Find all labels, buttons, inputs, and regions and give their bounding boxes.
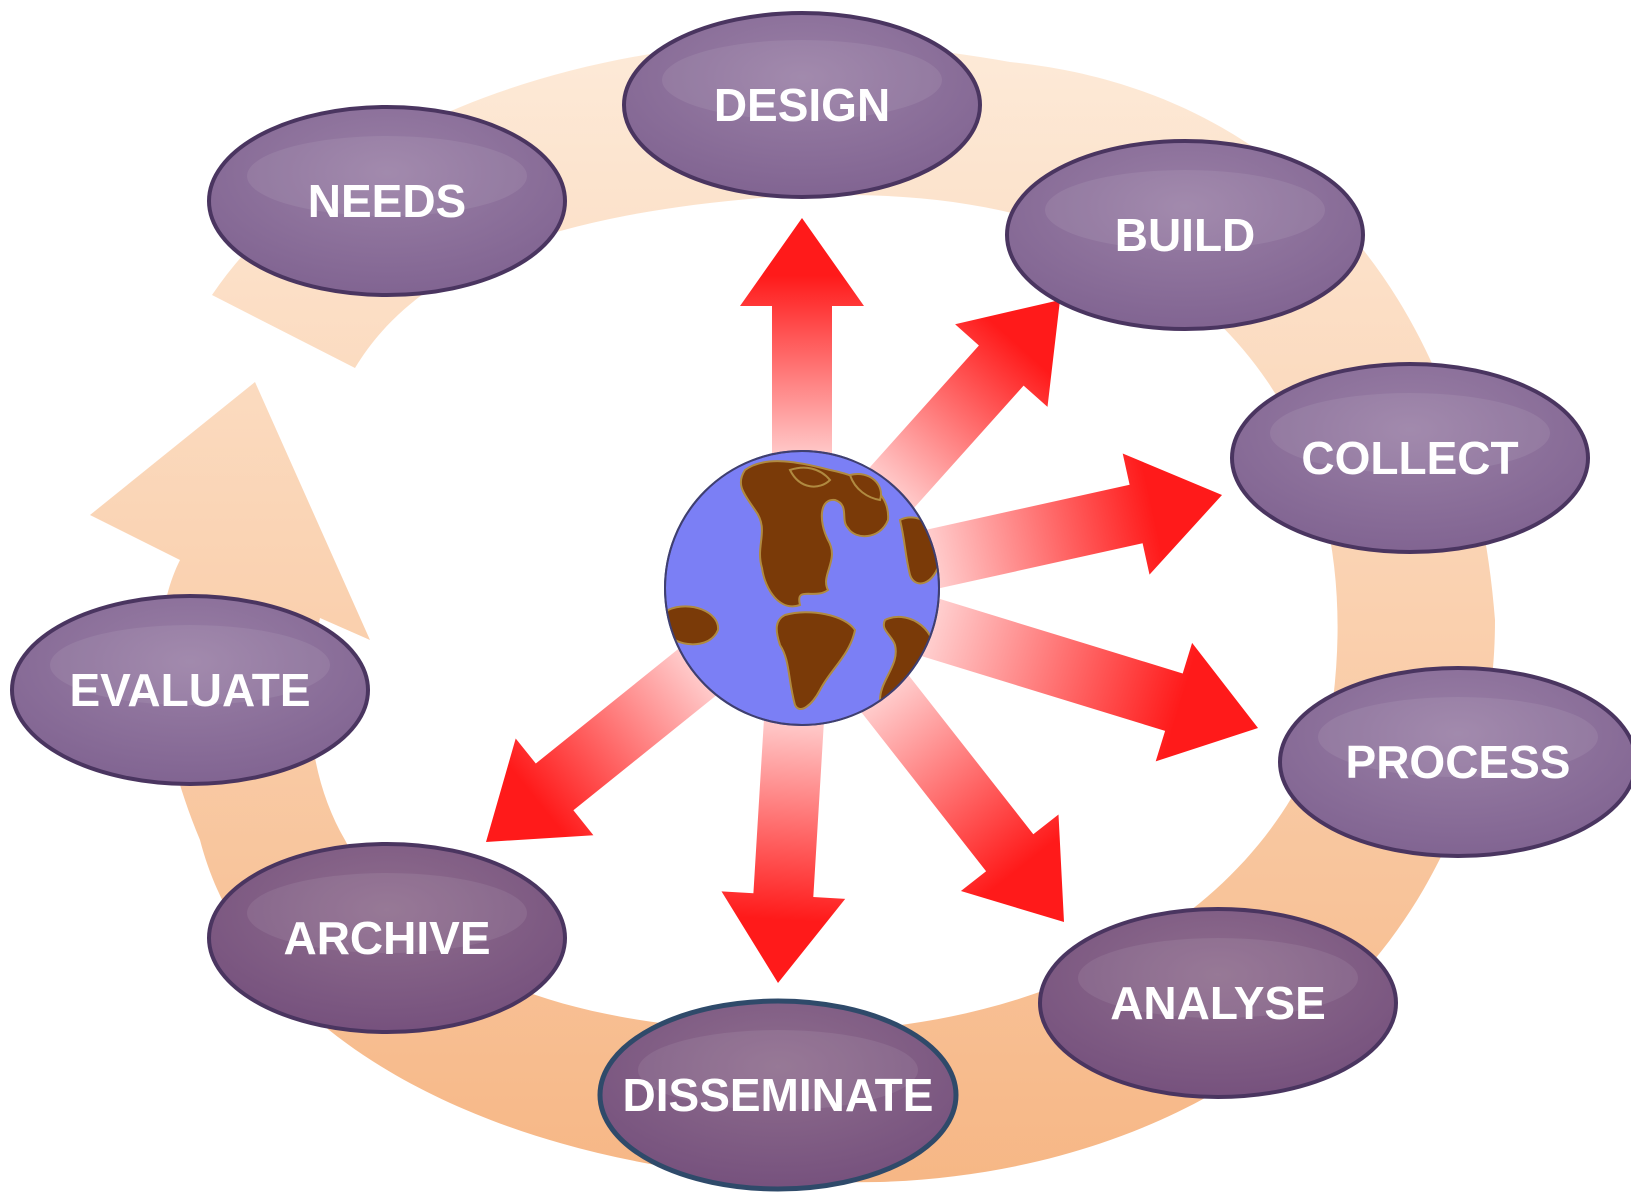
arrow-to-collect xyxy=(901,453,1222,594)
stage-label-analyse: ANALYSE xyxy=(1110,977,1326,1029)
arrow-to-build xyxy=(851,300,1060,528)
stage-label-process: PROCESS xyxy=(1346,736,1571,788)
stage-disseminate[interactable]: DISSEMINATE xyxy=(597,998,959,1192)
stage-analyse[interactable]: ANALYSE xyxy=(1038,907,1398,1099)
arrow-group xyxy=(486,218,1258,983)
arrow-to-disseminate xyxy=(721,694,846,983)
stage-label-needs: NEEDS xyxy=(308,175,466,227)
stage-label-collect: COLLECT xyxy=(1301,432,1518,484)
stage-label-design: DESIGN xyxy=(714,79,890,131)
arrow-to-design xyxy=(740,218,864,480)
globe-icon xyxy=(664,450,940,726)
arrow-to-analyse xyxy=(845,654,1064,922)
stage-evaluate[interactable]: EVALUATE xyxy=(10,594,370,786)
stage-label-archive: ARCHIVE xyxy=(283,912,490,964)
stage-archive[interactable]: ARCHIVE xyxy=(207,842,567,1034)
arrow-to-process xyxy=(896,591,1258,762)
stage-design[interactable]: DESIGN xyxy=(622,11,982,199)
stage-process[interactable]: PROCESS xyxy=(1278,666,1631,858)
stage-label-evaluate: EVALUATE xyxy=(69,664,310,716)
stage-needs[interactable]: NEEDS xyxy=(207,105,567,297)
stage-label-build: BUILD xyxy=(1115,209,1256,261)
arrow-to-archive xyxy=(486,632,737,842)
stage-label-disseminate: DISSEMINATE xyxy=(623,1069,934,1121)
stage-collect[interactable]: COLLECT xyxy=(1230,362,1590,554)
stage-build[interactable]: BUILD xyxy=(1005,139,1365,331)
